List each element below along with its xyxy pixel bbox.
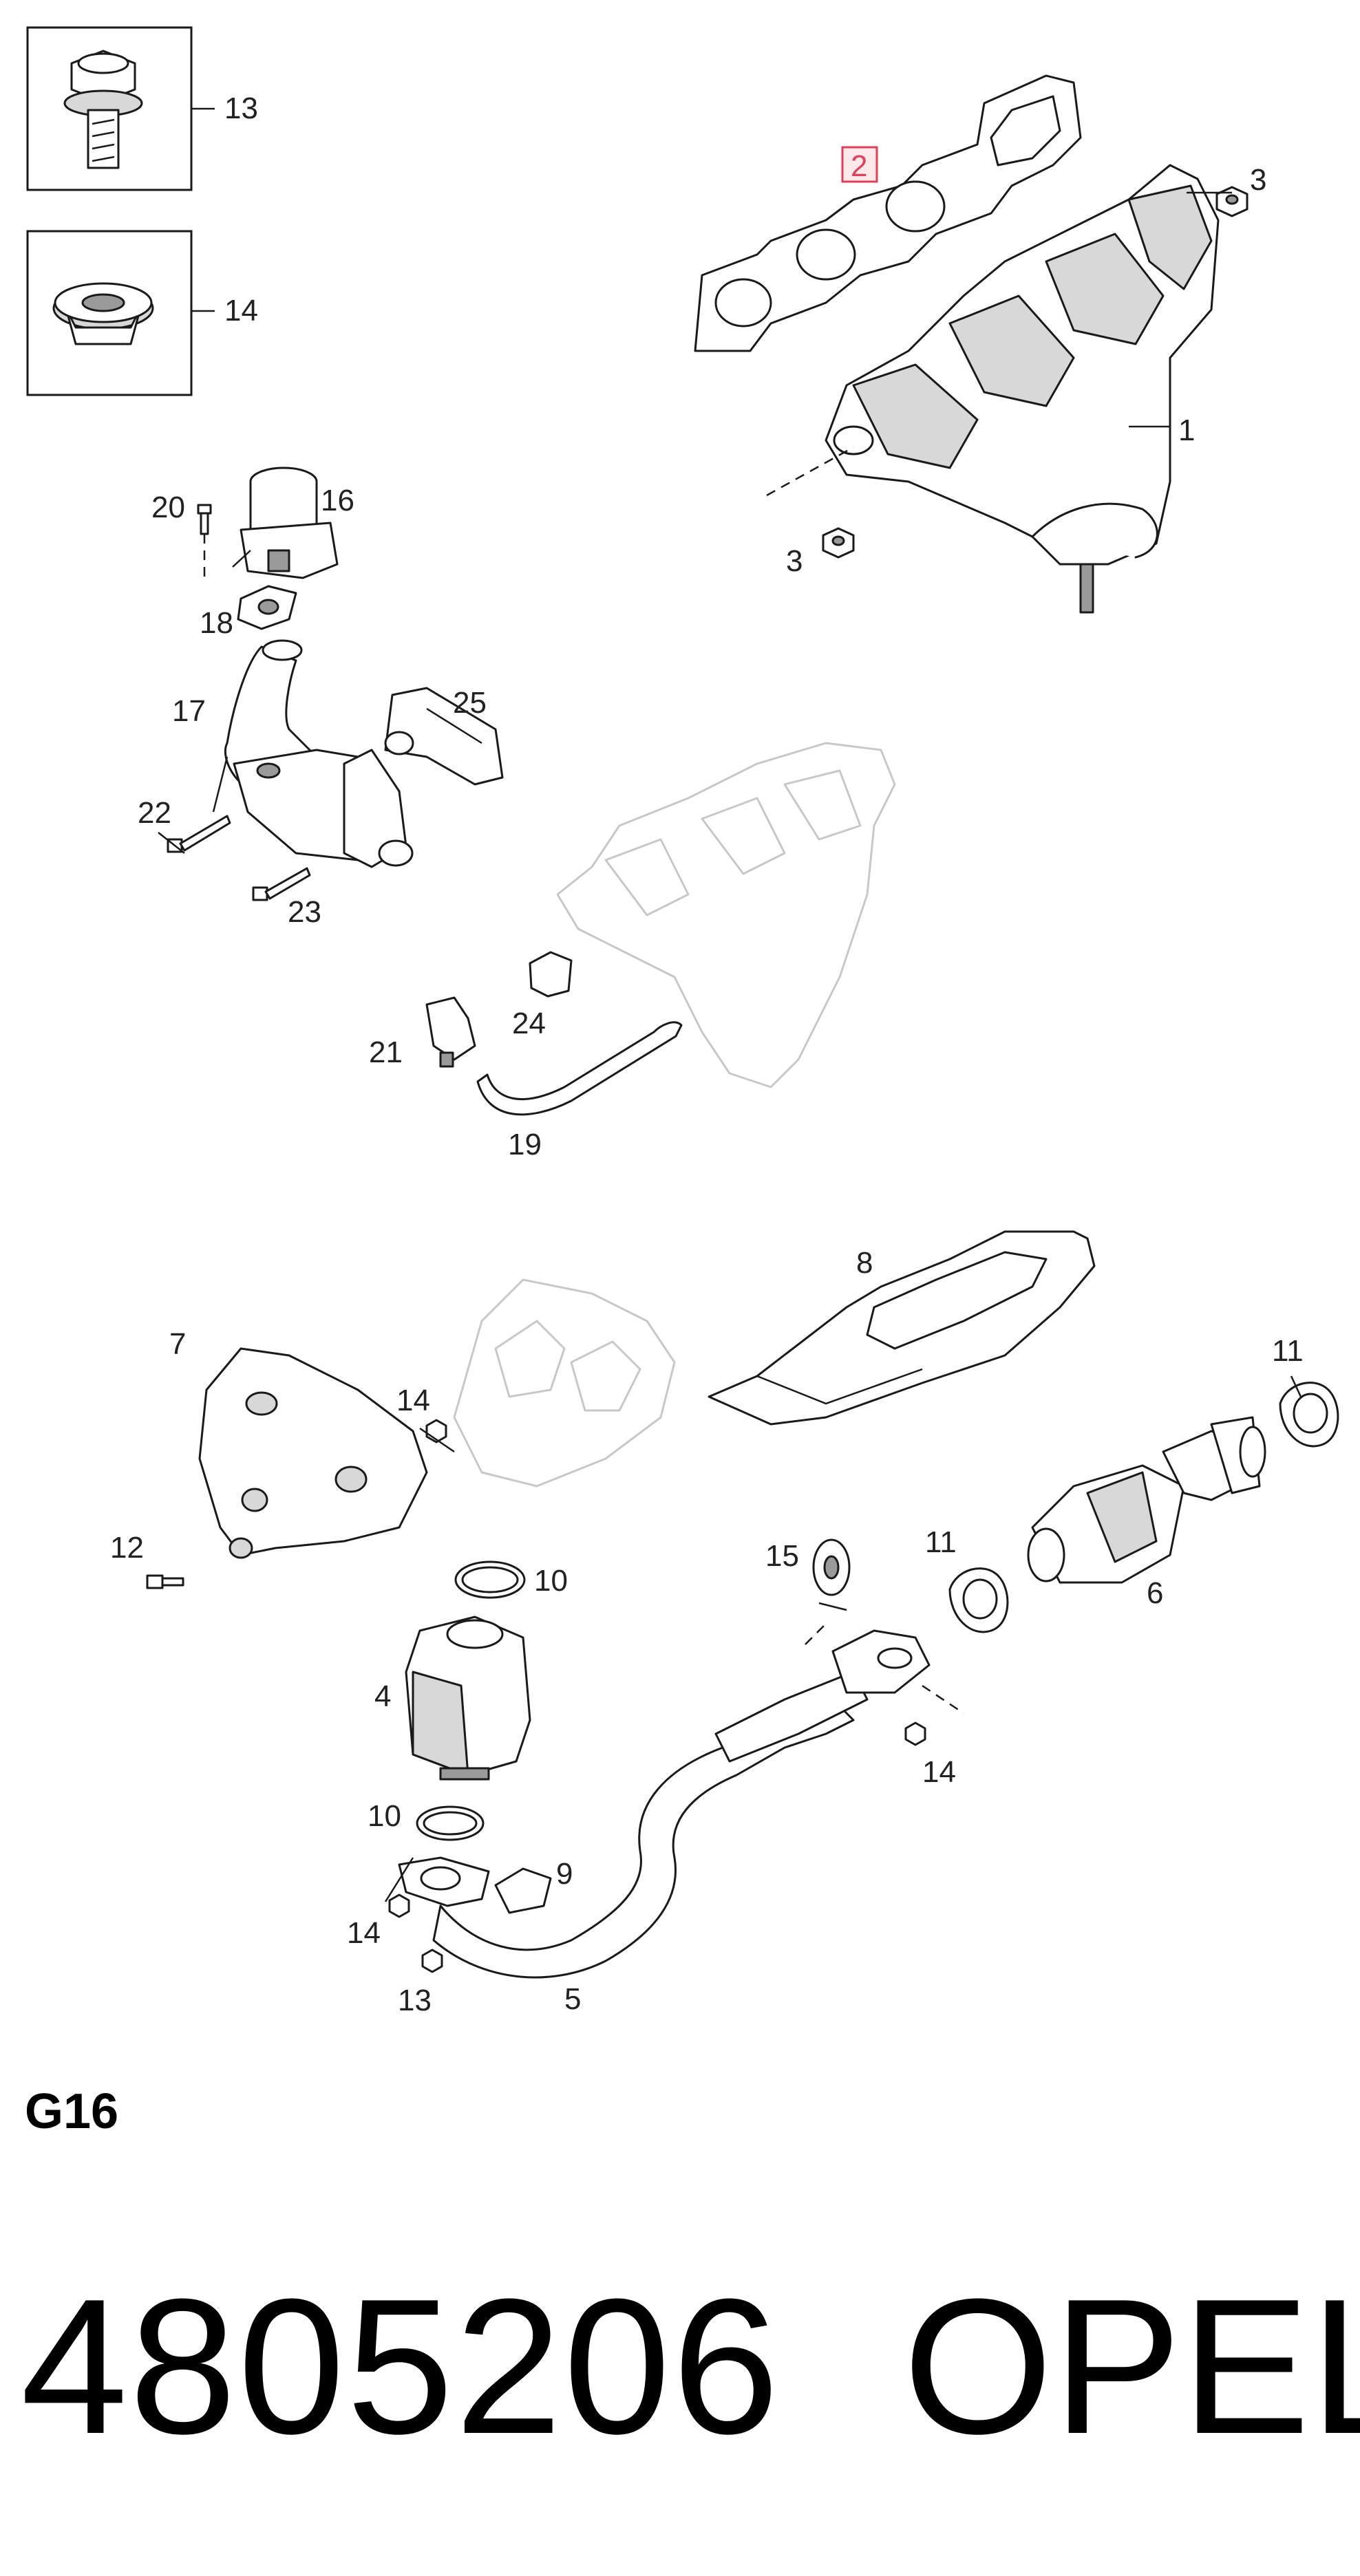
egr-pipe <box>224 639 414 868</box>
callout-17: 17 <box>172 694 206 728</box>
callout-16: 16 <box>321 484 354 517</box>
callout-11-right: 11 <box>1272 1334 1304 1368</box>
bracket-24 <box>529 951 573 998</box>
callout-3-bottom: 3 <box>786 544 803 578</box>
rubber-mount-15 <box>812 1538 851 1611</box>
callout-13-lower: 13 <box>398 1984 432 2017</box>
callout-labels: 13 14 2 3 1 3 20 16 18 17 25 22 23 24 21… <box>110 92 1304 2017</box>
callout-14-lower: 14 <box>347 1916 381 1950</box>
heat-shield-8 <box>708 1230 1096 1426</box>
callout-14: 14 <box>224 294 258 328</box>
callout-11-center: 11 <box>925 1525 957 1559</box>
callout-14-upper: 14 <box>396 1384 430 1417</box>
inset-nut-14 <box>26 230 215 396</box>
gasket-11-right <box>1279 1382 1339 1448</box>
bolt-12 <box>146 1574 184 1589</box>
catalytic-converter-6 <box>1027 1416 1266 1584</box>
intermediate-pipe <box>714 1623 964 1763</box>
callout-7: 7 <box>169 1327 186 1361</box>
engine-code: G16 <box>25 2084 119 2139</box>
gasket-10-lower <box>416 1805 485 1841</box>
catalytic-converter-4 <box>405 1616 531 1781</box>
leader-lines <box>158 191 1302 1902</box>
nut-14-right <box>904 1721 926 1746</box>
callout-2: 2 <box>851 149 867 183</box>
egr-pipe-gasket <box>384 687 504 786</box>
egr-gasket <box>237 585 297 630</box>
callout-1: 1 <box>1178 414 1195 447</box>
gasket-11-center <box>948 1567 1009 1633</box>
gasket-10-upper <box>454 1560 526 1599</box>
exhaust-manifold <box>825 164 1220 614</box>
bolt-13-lower <box>421 1949 443 1973</box>
callout-2-highlight-box <box>841 146 878 183</box>
nut-14-lower <box>388 1893 410 1918</box>
callout-8: 8 <box>856 1246 873 1280</box>
bracket-9 <box>494 1867 552 1914</box>
callout-4: 4 <box>374 1679 391 1713</box>
egr-valve <box>240 466 339 579</box>
manifold-gasket <box>694 74 1082 352</box>
hose-19 <box>476 1021 683 1116</box>
bolt-23 <box>252 867 311 901</box>
callout-9: 9 <box>556 1857 573 1891</box>
front-pipe-5 <box>398 1702 855 1979</box>
heat-shield-7 <box>198 1347 428 1559</box>
nut-3-top <box>1215 186 1249 217</box>
callout-22: 22 <box>138 796 171 830</box>
callout-12: 12 <box>110 1531 144 1565</box>
callout-20: 20 <box>151 491 185 524</box>
sensor-21 <box>425 996 476 1068</box>
callout-3-top: 3 <box>1250 163 1266 197</box>
callout-15: 15 <box>765 1539 799 1573</box>
callout-23: 23 <box>288 895 321 929</box>
callout-13: 13 <box>224 92 258 125</box>
bolt-20 <box>197 504 212 578</box>
ghost-intake-outline <box>556 742 896 1088</box>
inset-bolt-13 <box>26 26 215 191</box>
callout-19: 19 <box>508 1128 542 1161</box>
brand-name: OPEL <box>903 2260 1360 2474</box>
callout-14-right: 14 <box>922 1755 956 1789</box>
nut-3-bottom <box>766 446 855 559</box>
callout-25: 25 <box>453 686 487 720</box>
callout-10-lower: 10 <box>368 1799 401 1833</box>
callout-6: 6 <box>1147 1576 1163 1610</box>
callout-18: 18 <box>200 606 233 640</box>
callout-24: 24 <box>512 1007 546 1040</box>
callout-21: 21 <box>369 1035 403 1069</box>
callout-5: 5 <box>564 1982 581 2016</box>
part-number: 4805206 <box>21 2260 781 2474</box>
ghost-manifold-lower <box>453 1278 676 1488</box>
callout-10-upper: 10 <box>534 1564 568 1598</box>
